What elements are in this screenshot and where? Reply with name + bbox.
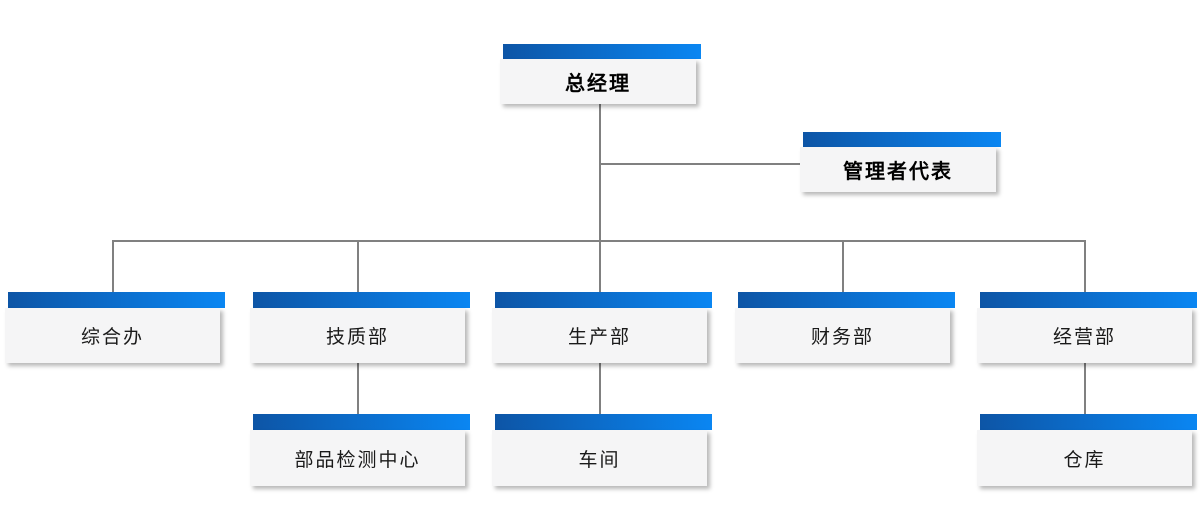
node-label: 技质部 <box>325 327 389 348</box>
org-node-general-office: 综合办 <box>5 292 225 363</box>
node-header-bar <box>980 414 1197 430</box>
node-body: 仓库 <box>977 430 1192 486</box>
node-header-bar <box>253 414 470 430</box>
node-body: 生产部 <box>492 308 707 363</box>
node-header-bar <box>980 292 1197 308</box>
node-body: 总经理 <box>500 59 696 104</box>
org-node-general-manager: 总经理 <box>500 44 701 104</box>
node-header-bar <box>495 414 712 430</box>
node-label: 综合办 <box>80 327 144 348</box>
node-body: 财务部 <box>735 308 950 363</box>
connector-rail-to-tech-quality <box>357 240 359 292</box>
node-label: 生产部 <box>567 327 631 348</box>
node-header-bar <box>8 292 225 308</box>
node-header-bar <box>803 132 1001 147</box>
org-node-tech-quality-dept: 技质部 <box>250 292 470 363</box>
node-label: 部品检测中心 <box>294 449 421 471</box>
node-label: 车间 <box>578 449 621 471</box>
connector-production-to-workshop <box>599 363 601 414</box>
connector-rail-to-business <box>1084 240 1086 292</box>
node-body: 技质部 <box>250 308 465 363</box>
node-header-bar <box>738 292 955 308</box>
connector-rail-to-finance <box>842 240 844 292</box>
org-node-parts-testing-center: 部品检测中心 <box>250 414 470 486</box>
node-label: 仓库 <box>1063 449 1106 471</box>
org-node-workshop: 车间 <box>492 414 712 486</box>
org-node-production-dept: 生产部 <box>492 292 712 363</box>
connector-techquality-to-testing-center <box>357 363 359 414</box>
node-body: 管理者代表 <box>800 147 996 192</box>
node-body: 部品检测中心 <box>250 430 465 486</box>
node-header-bar <box>253 292 470 308</box>
org-node-warehouse: 仓库 <box>977 414 1197 486</box>
node-label: 财务部 <box>810 327 874 348</box>
connector-business-to-warehouse <box>1084 363 1086 414</box>
node-body: 车间 <box>492 430 707 486</box>
node-body: 综合办 <box>5 308 220 363</box>
node-header-bar <box>503 44 701 59</box>
org-node-business-dept: 经营部 <box>977 292 1197 363</box>
org-node-management-representative: 管理者代表 <box>800 132 1001 192</box>
connector-gm-to-representative <box>599 163 800 165</box>
node-body: 经营部 <box>977 308 1192 363</box>
connector-gm-to-production <box>599 104 601 292</box>
connector-level2-rail <box>112 240 1086 242</box>
node-label: 总经理 <box>565 73 631 95</box>
node-label: 管理者代表 <box>843 161 953 183</box>
node-label: 经营部 <box>1052 327 1116 348</box>
connector-rail-to-general-office <box>112 240 114 292</box>
node-header-bar <box>495 292 712 308</box>
org-node-finance-dept: 财务部 <box>735 292 955 363</box>
